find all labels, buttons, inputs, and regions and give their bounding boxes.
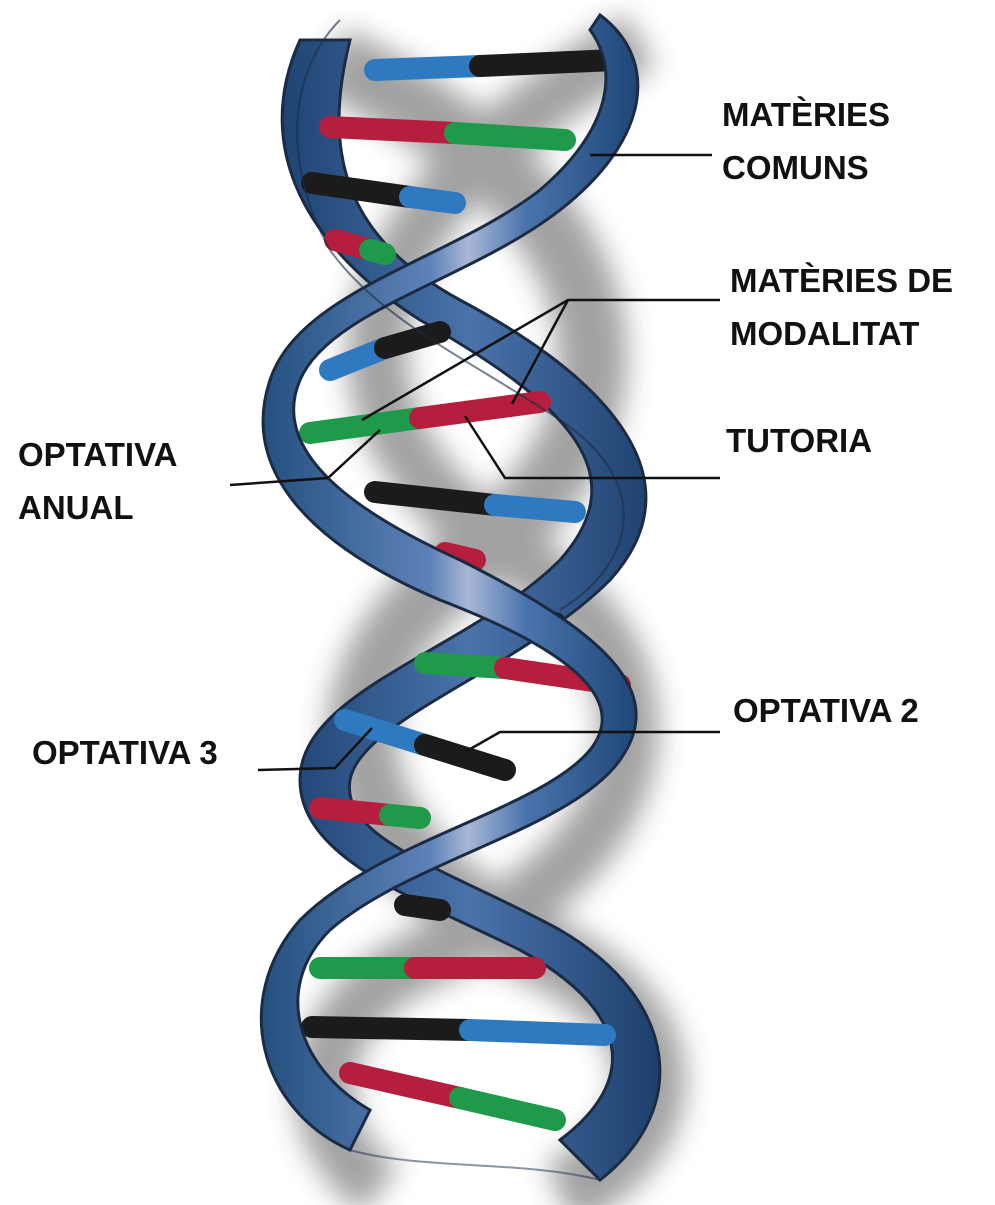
base-pair-segment xyxy=(375,66,480,70)
label-line: COMUNS xyxy=(722,141,890,194)
base-pair-segment xyxy=(370,250,385,254)
base-pair-segment xyxy=(312,1027,470,1030)
base-pair-segment xyxy=(495,505,575,512)
base-pair-segment xyxy=(312,183,410,197)
label-line: MATÈRIES xyxy=(722,88,890,141)
base-pair-segment xyxy=(455,133,565,140)
base-pair-segment xyxy=(425,745,505,770)
base-pair-segment xyxy=(420,402,540,418)
base-pair-segment xyxy=(480,60,615,66)
base-pair-segment xyxy=(460,1098,555,1120)
label-optativa-2: OPTATIVA 2 xyxy=(733,684,919,737)
base-pair-segment xyxy=(350,1073,460,1098)
label-line: OPTATIVA 3 xyxy=(32,726,218,779)
label-line: ANUAL xyxy=(18,481,178,534)
label-line: TUTORIA xyxy=(726,414,872,467)
label-optativa-3: OPTATIVA 3 xyxy=(32,726,218,779)
label-materies-comuns: MATÈRIES COMUNS xyxy=(722,88,890,194)
label-materies-modalitat: MATÈRIES DE MODALITAT xyxy=(730,254,953,360)
base-pair-segment xyxy=(330,127,455,133)
label-optativa-anual: OPTATIVA ANUAL xyxy=(18,428,178,534)
base-pair-segment xyxy=(410,197,455,203)
base-pair-segment xyxy=(375,492,495,505)
base-pair-segment xyxy=(390,815,420,818)
base-pair-segment xyxy=(310,418,420,433)
base-pair-segment xyxy=(405,905,440,910)
label-line: MATÈRIES DE xyxy=(730,254,953,307)
base-pair-segment xyxy=(425,663,505,668)
base-pair-segment xyxy=(470,1030,605,1035)
label-line: OPTATIVA xyxy=(18,428,178,481)
label-tutoria: TUTORIA xyxy=(726,414,872,467)
label-line: MODALITAT xyxy=(730,307,953,360)
label-line: OPTATIVA 2 xyxy=(733,684,919,737)
